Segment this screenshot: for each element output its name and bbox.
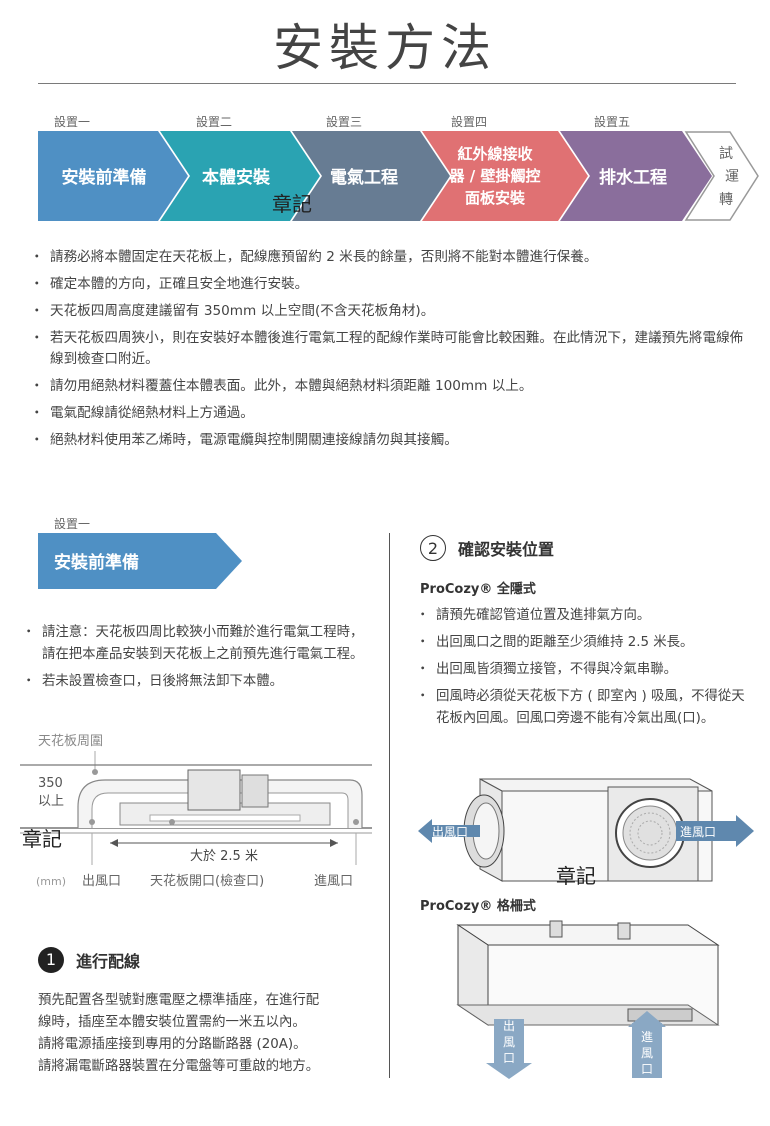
step-text-6a: 試 (719, 146, 733, 162)
confirm-note: 回風時必須從天花板下方 ( 即室內 ) 吸風，不得從天花板內回風。回風口旁邊不能… (416, 686, 748, 730)
step-chevron-6 (684, 131, 759, 221)
wiring-number: 1 (38, 947, 64, 973)
ceiling-label: 天花板周圍 (38, 733, 103, 749)
section1-banner: 安裝前準備 (38, 533, 242, 589)
wiring-line: 請將電源插座接到專用的分路斷路器 (20A)。 (38, 1037, 307, 1052)
model-2-name: ProCozy® 格柵式 (420, 899, 536, 914)
step-label-4: 設置四 (451, 115, 488, 129)
wiring-line: 請將漏電斷路器裝置在分電盤等可重啟的地方。 (38, 1059, 320, 1074)
outlet-label: 出風口 (82, 874, 121, 889)
confirm-title: 確認安裝位置 (458, 540, 555, 559)
width-label: 大於 2.5 米 (190, 848, 258, 864)
note-item: 絕熱材料使用苯乙烯時，電源電纜與控制開關連接線請勿與其接觸。 (30, 430, 744, 451)
note-item: 請務必將本體固定在天花板上，配線應預留約 2 米長的餘量，否則將不能對本體進行保… (30, 247, 744, 268)
step-text-1: 安裝前準備 (62, 167, 147, 188)
step-text-4b: 器 / 壁掛觸控 (449, 167, 541, 185)
ceiling-diagram: 天花板周圍 350 以上 大於 2.5 米 (mm) 出風口 天花板開口(檢查口… (20, 733, 372, 889)
section1-notes: 請注意：天花板四周比較狹小而難於進行電氣工程時，請在把本產品安裝到天花板上之前預… (22, 622, 374, 698)
step-label-3: 設置三 (326, 115, 363, 129)
step-chevron-4 (422, 131, 588, 221)
note-item: 天花板四周高度建議留有 350mm 以上空間(不含天花板角材)。 (30, 301, 744, 322)
grille-out-3: 口 (503, 1051, 515, 1065)
concealed-unit-illustration: 出風口 進風口 (418, 778, 754, 882)
confirm-heading: 2 確認安裝位置 (420, 535, 554, 561)
wiring-line: 預先配置各型號對應電壓之標準插座，在進行配 (38, 993, 320, 1008)
step-flow: 安裝前準備 本體安裝 電氣工程 紅外線接收 器 / 壁掛觸控 面板安裝 排水工程… (38, 131, 759, 221)
out-label: 出風口 (432, 825, 468, 839)
step-label-1: 設置一 (54, 115, 91, 129)
grille-in-2: 風 (641, 1046, 653, 1060)
note-item: 請勿用絕熱材料覆蓋住本體表面。此外，本體與絕熱材料須距離 100mm 以上。 (30, 376, 744, 397)
section1-label: 設置一 (54, 517, 91, 531)
step-label-5: 設置五 (594, 115, 631, 129)
grille-in-1: 進 (641, 1030, 653, 1044)
note-item: 確定本體的方向，正確且安全地進行安裝。 (30, 274, 744, 295)
in-label: 進風口 (680, 825, 716, 839)
section1-banner-text: 安裝前準備 (54, 552, 139, 573)
note-item: 電氣配線請從絕熱材料上方通過。 (30, 403, 744, 424)
stamp-watermark: 章記 (556, 864, 596, 888)
title-divider (38, 83, 736, 84)
confirm-notes: 請預先確認管道位置及進排氣方向。 出回風口之間的距離至少須維持 2.5 米長。 … (416, 605, 748, 735)
column-divider (389, 533, 390, 1078)
stamp-watermark: 章記 (22, 827, 62, 851)
wiring-title: 進行配線 (76, 952, 141, 971)
inlet-label: 進風口 (314, 874, 353, 889)
install-notes: 請務必將本體固定在天花板上，配線應預留約 2 米長的餘量，否則將不能對本體進行保… (30, 247, 744, 457)
page-title: 安裝方法 (273, 19, 497, 77)
step-label-2: 設置二 (196, 115, 233, 129)
wiring-line: 線時，插座至本體安裝位置需約一米五以內。 (38, 1015, 306, 1030)
height-label-1: 350 (38, 776, 63, 791)
section1-note: 若未設置檢查口，日後將無法卸下本體。 (22, 671, 374, 693)
grille-unit-illustration: 出 風 口 進 風 口 (456, 920, 720, 1079)
step-chevron-3 (292, 131, 450, 221)
section1-note: 請注意：天花板四周比較狹小而難於進行電氣工程時，請在把本產品安裝到天花板上之前預… (22, 622, 374, 666)
step-text-4a: 紅外線接收 (457, 145, 532, 163)
note-item: 若天花板四周狹小，則在安裝好本體後進行電氣工程的配線作業時可能會比較困難。在此情… (30, 328, 744, 370)
step-chevron-1 (38, 131, 188, 221)
wiring-body: 預先配置各型號對應電壓之標準插座，在進行配 線時，插座至本體安裝位置需約一米五以… (38, 990, 319, 1078)
step-text-2: 本體安裝 (202, 167, 271, 188)
step-chevron-5 (560, 131, 712, 221)
stamp-watermark: 章記 (272, 192, 312, 216)
wiring-heading: 1 進行配線 (38, 947, 140, 973)
step-text-3: 電氣工程 (330, 167, 398, 188)
height-label-2: 以上 (38, 794, 64, 809)
grille-out-2: 風 (503, 1035, 515, 1049)
confirm-note: 出回風口之間的距離至少須維持 2.5 米長。 (416, 632, 748, 654)
grille-in-3: 口 (641, 1062, 653, 1076)
confirm-note: 請預先確認管道位置及進排氣方向。 (416, 605, 748, 627)
step-text-5: 排水工程 (599, 167, 667, 188)
step-chevron-2 (160, 131, 320, 221)
confirm-number: 2 (420, 535, 446, 561)
step-text-4c: 面板安裝 (465, 189, 526, 207)
grille-out-1: 出 (503, 1019, 515, 1033)
confirm-note: 出回風皆須獨立接管，不得與冷氣串聯。 (416, 659, 748, 681)
opening-label: 天花板開口(檢查口) (150, 873, 264, 889)
step-text-6b: 運 (725, 169, 739, 185)
unit-label: (mm) (36, 875, 66, 888)
model-1-name: ProCozy® 全隱式 (420, 582, 536, 597)
step-text-6c: 轉 (719, 192, 733, 208)
